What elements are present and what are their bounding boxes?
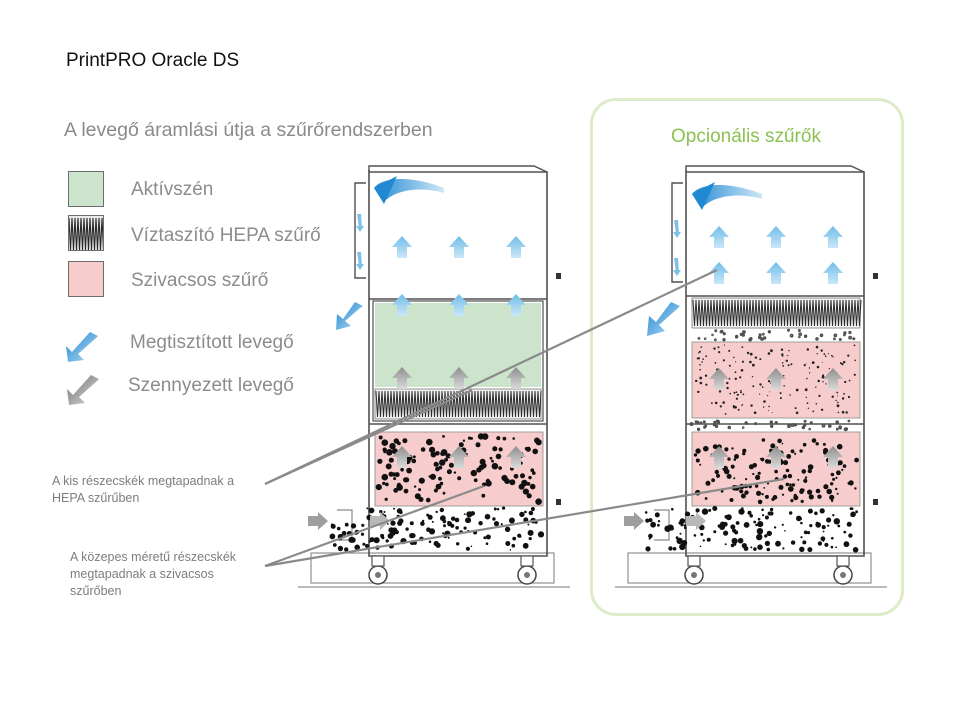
left-outflow-arrow-icon — [336, 302, 363, 330]
left-clean-air-arrows — [392, 236, 526, 316]
legend-label-hepa: Víztaszító HEPA szűrő — [131, 225, 321, 246]
hepa-swatch — [68, 215, 104, 251]
legend-clean-air-icon — [66, 332, 98, 362]
legend-label-carbon: Aktívszén — [131, 179, 214, 200]
right-exhaust-arrow-icon — [692, 182, 762, 210]
right-dirty-air-arrows — [709, 368, 843, 468]
optional-filters-title: Opcionális szűrők — [671, 126, 821, 147]
legend-label-dirty-air: Szennyezett levegő — [128, 375, 294, 396]
diagram-subtitle: A levegő áramlási útja a szűrőrendszerbe… — [64, 119, 433, 141]
callout-small-particles: A kis részecskék megtapadnak a HEPA szűr… — [52, 474, 235, 505]
left-dirty-air-arrows — [392, 367, 526, 468]
sponge-swatch — [68, 261, 104, 297]
left-small-down-arrows-icon — [356, 214, 364, 270]
callout-leader-lines — [264, 269, 785, 568]
left-exhaust-arrow-icon — [374, 176, 444, 204]
legend-dirty-air-icon — [67, 375, 99, 405]
right-lower-sponge-filter — [691, 431, 861, 507]
printer-cabinet-right — [615, 165, 887, 588]
left-wheel-front — [368, 555, 388, 585]
right-wheel-front — [684, 555, 704, 585]
legend-label-clean-air: Megtisztított levegő — [130, 332, 294, 353]
left-intake-arrow-icon — [308, 512, 390, 530]
page-title: PrintPRO Oracle DS — [66, 50, 240, 71]
callout-medium-particles: A közepes méretű részecskék megtapadnak … — [70, 550, 237, 598]
right-outflow-arrow-icon — [647, 302, 680, 336]
carbon-swatch — [68, 171, 104, 207]
left-wheel-back — [517, 555, 537, 585]
legend-label-sponge: Szivacsos szűrő — [131, 270, 269, 291]
right-small-down-arrows-icon — [673, 220, 681, 276]
optional-filters-frame — [590, 98, 904, 616]
right-clean-air-arrows — [709, 226, 843, 284]
right-wheel-back — [833, 555, 853, 585]
right-intake-arrow-icon — [624, 512, 706, 530]
